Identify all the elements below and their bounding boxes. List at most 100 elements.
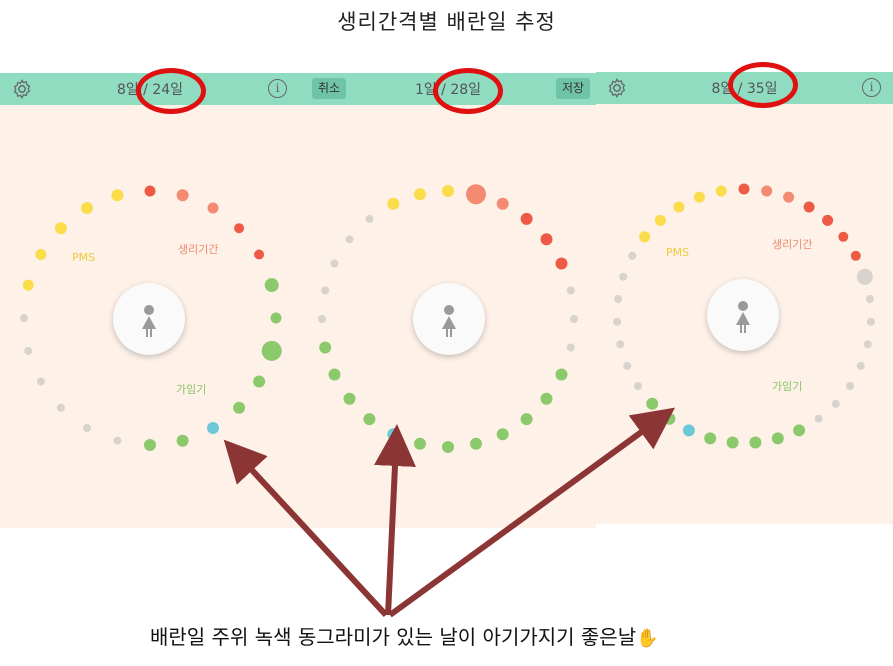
cycle-dot — [613, 317, 622, 326]
info-icon[interactable]: i — [268, 79, 287, 98]
cycle-dot — [343, 392, 356, 405]
cycle-dot — [614, 295, 623, 303]
cycle-dot — [54, 222, 67, 235]
cycle-dot — [863, 340, 872, 349]
woman-icon — [442, 305, 456, 337]
gear-icon[interactable] — [606, 77, 628, 99]
cycle-dot — [793, 424, 806, 437]
cycle-dot — [822, 214, 834, 226]
cycle-dot — [619, 272, 628, 281]
cycle-dot — [330, 259, 339, 268]
cycle-dot — [83, 424, 91, 432]
cycle-dot — [207, 202, 219, 214]
cycle-dot — [176, 189, 189, 202]
cycle-dot — [254, 249, 265, 260]
cycle-dot — [520, 413, 533, 426]
info-icon[interactable]: i — [862, 78, 881, 97]
arrow-to-panel-1 — [223, 439, 389, 618]
cycle-dot — [856, 268, 873, 285]
cycle-dot — [540, 392, 553, 405]
cycle-dot — [144, 185, 156, 197]
cycle-dot — [363, 413, 376, 426]
arrow-to-panel-3 — [388, 407, 675, 618]
cycle-dot — [540, 233, 553, 246]
page-title: 생리간격별 배란일 추정 — [337, 10, 556, 34]
cycle-dot — [270, 312, 282, 324]
cycle-dot — [566, 286, 575, 295]
cycle-dot — [846, 382, 854, 390]
cycle-dot — [654, 214, 666, 226]
fertile-label: 가임기 — [772, 380, 803, 393]
cycle-dot — [673, 201, 685, 213]
highlight-ring — [136, 68, 206, 114]
cycle-dot — [693, 191, 705, 203]
ovulation-dot — [207, 422, 219, 434]
woman-button[interactable] — [113, 283, 185, 355]
cycle-dot — [387, 197, 400, 210]
cycle-dot — [570, 315, 578, 323]
caption-text: 배란일 주위 녹색 동그라미가 있는 날이 아기가지기 좋은날 — [150, 625, 637, 649]
cycle-dot — [628, 251, 637, 260]
caption: 배란일 주위 녹색 동그라미가 있는 날이 아기가지기 좋은날✋ — [150, 621, 659, 650]
cycle-dot — [264, 278, 279, 293]
cycle-dot — [113, 436, 122, 445]
cycle-dot — [639, 231, 651, 243]
cycle-dot — [318, 315, 326, 323]
ovulation-dot — [682, 424, 695, 437]
cycle-dot — [738, 183, 750, 195]
cycle-dot — [261, 340, 282, 361]
woman-button[interactable] — [413, 283, 485, 355]
pms-label: PMS — [72, 251, 96, 264]
cycle-dot — [715, 185, 727, 197]
cycle-dot — [856, 361, 865, 370]
cycle-dot — [850, 250, 861, 261]
cycle-dot — [803, 201, 815, 213]
cycle-dot — [726, 436, 739, 449]
cycle-dot — [233, 401, 246, 414]
cycle-dot — [838, 231, 849, 242]
cycle-dot — [646, 397, 659, 410]
cycle-dot — [111, 189, 124, 202]
cycle-dot — [555, 257, 568, 270]
cycle-dot — [365, 214, 374, 223]
cycle-dot — [414, 437, 426, 450]
cycle-dots — [318, 184, 578, 453]
cycle-dot — [634, 382, 642, 390]
cycle-dot — [555, 368, 568, 381]
cycle-dot — [20, 314, 28, 322]
woman-icon — [142, 305, 156, 337]
cycle-dot — [865, 295, 874, 303]
arrow-to-panel-2 — [374, 424, 416, 616]
cycle-dot — [749, 436, 762, 449]
cycle-dot — [496, 428, 509, 441]
save-button[interactable]: 저장 — [556, 78, 591, 99]
cycle-dot — [36, 377, 45, 386]
cycle-dot — [616, 340, 625, 349]
cycle-dot — [35, 249, 47, 260]
highlight-ring — [433, 68, 503, 114]
period-label: 생리기간 — [772, 238, 813, 251]
woman-button[interactable] — [707, 279, 779, 351]
cycle-dot — [566, 343, 575, 352]
cycle-dots — [20, 185, 282, 451]
cancel-button[interactable]: 취소 — [312, 78, 347, 99]
cycle-dot — [81, 202, 93, 214]
cycle-dot — [771, 432, 784, 445]
cycle-dot — [704, 432, 717, 445]
cycle-dot — [520, 212, 533, 225]
cycle-dot — [623, 361, 632, 370]
cycle-dot — [414, 188, 426, 201]
cycle-dot — [761, 185, 773, 197]
cycle-dot — [22, 279, 34, 291]
cycle-dot — [866, 317, 875, 326]
fertile-label: 가임기 — [176, 383, 207, 396]
cycle-dot — [24, 346, 33, 355]
cycle-panel-2: 취소 1일 / 28일 저장 — [300, 73, 596, 528]
gear-icon[interactable] — [11, 78, 33, 100]
cycle-dot — [176, 434, 189, 447]
cycle-dot — [253, 375, 266, 388]
cycle-dot — [470, 437, 482, 450]
cycle-dot — [442, 441, 454, 453]
waving-hand-icon: ✋ — [636, 628, 659, 649]
